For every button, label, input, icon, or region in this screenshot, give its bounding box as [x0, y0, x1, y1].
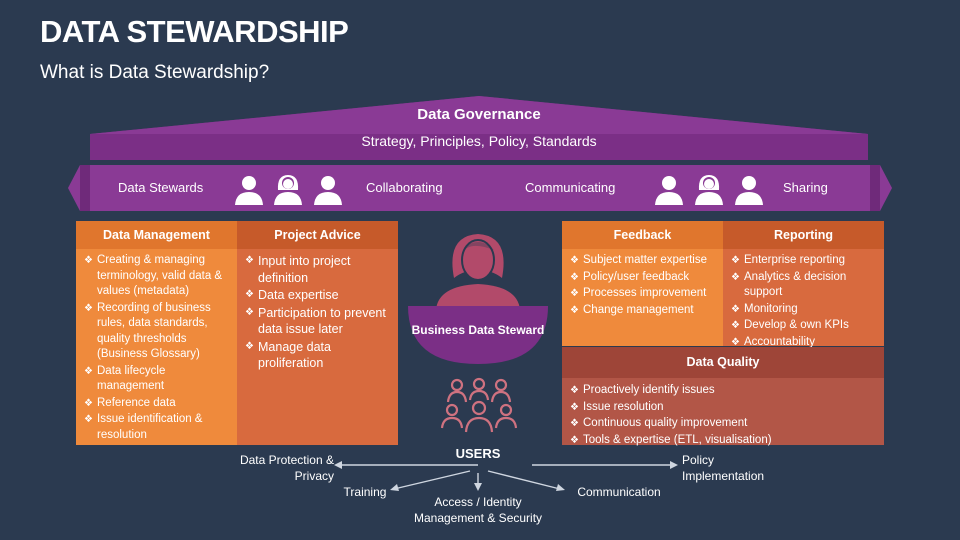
band-label-communicating: Communicating — [525, 180, 616, 195]
person-male-icon — [735, 176, 763, 205]
list-item: Processes improvement — [570, 286, 717, 302]
list-item: Subject matter expertise — [570, 253, 717, 269]
person-male-icon — [314, 176, 342, 205]
list-item: Analytics & decision support — [731, 270, 878, 301]
users-label: USERS — [455, 446, 501, 461]
users-group-icon — [440, 377, 518, 433]
list-item: Enterprise reporting — [731, 253, 878, 269]
list-item: Monitoring — [731, 302, 878, 318]
band-label-sharing: Sharing — [783, 180, 828, 195]
list-item: Data lifecycle management — [84, 364, 231, 395]
person-male-icon — [235, 176, 263, 205]
panel-title: Project Advice — [237, 221, 398, 249]
page-subtitle: What is Data Stewardship? — [40, 62, 270, 83]
list-item: Continuous quality improvement — [570, 416, 878, 432]
output-training: Training — [343, 485, 387, 499]
list-item: Reference data — [84, 396, 231, 412]
person-female-icon — [274, 175, 302, 205]
list-item: Issue resolution — [570, 400, 878, 416]
list-item: Participation to prevent data issue late… — [245, 305, 392, 338]
list-item: Creating & managing terminology, valid d… — [84, 253, 231, 300]
output-access-identity: Access / Identity Management & Security — [413, 495, 543, 525]
list-item: Change management — [570, 303, 717, 319]
governance-subtitle: Strategy, Principles, Policy, Standards — [361, 133, 597, 149]
list-item: Input into project definition — [245, 253, 392, 286]
list-item: Manage data proliferation — [245, 339, 392, 372]
panel-feedback: Feedback Subject matter expertise Policy… — [562, 221, 723, 346]
governance-roof — [90, 96, 868, 160]
list-item: Tools & expertise (ETL, visualisation) — [570, 433, 878, 449]
panel-title: Feedback — [562, 221, 723, 249]
users-connector-arrows — [334, 461, 678, 491]
person-male-icon — [655, 176, 683, 205]
output-policy-implementation: Policy Implementation — [682, 453, 765, 483]
panel-project-advice: Project Advice Input into project defini… — [237, 221, 398, 445]
list-item: Proactively identify issues — [570, 383, 878, 399]
list-item: Recording of business rules, data standa… — [84, 301, 231, 363]
panel-title: Reporting — [723, 221, 884, 249]
panel-reporting: Reporting Enterprise reporting Analytics… — [723, 221, 884, 350]
band-label-data-stewards: Data Stewards — [118, 180, 204, 195]
output-data-protection: Data Protection & Privacy — [239, 453, 334, 483]
governance-title: Data Governance — [417, 106, 541, 123]
steward-badge — [408, 306, 548, 364]
page-title: DATA STEWARDSHIP — [40, 14, 349, 49]
list-item: Accountability — [731, 335, 878, 351]
list-item: Develop & own KPIs — [731, 318, 878, 334]
output-communication: Communication — [577, 485, 661, 499]
stewards-band — [68, 165, 892, 211]
panel-data-quality: Data Quality Proactively identify issues… — [562, 347, 884, 448]
list-item: Policy/user feedback — [570, 270, 717, 286]
steward-label: Business Data Steward — [411, 323, 545, 337]
list-item: Data expertise — [245, 287, 392, 304]
list-item: Issue identification & resolution — [84, 412, 231, 443]
steward-avatar-icon — [436, 234, 520, 310]
panel-title: Data Quality — [562, 347, 884, 378]
band-label-collaborating: Collaborating — [366, 180, 443, 195]
panel-data-management: Data Management Creating & managing term… — [76, 221, 237, 445]
person-female-icon — [695, 175, 723, 205]
panel-title: Data Management — [76, 221, 237, 249]
